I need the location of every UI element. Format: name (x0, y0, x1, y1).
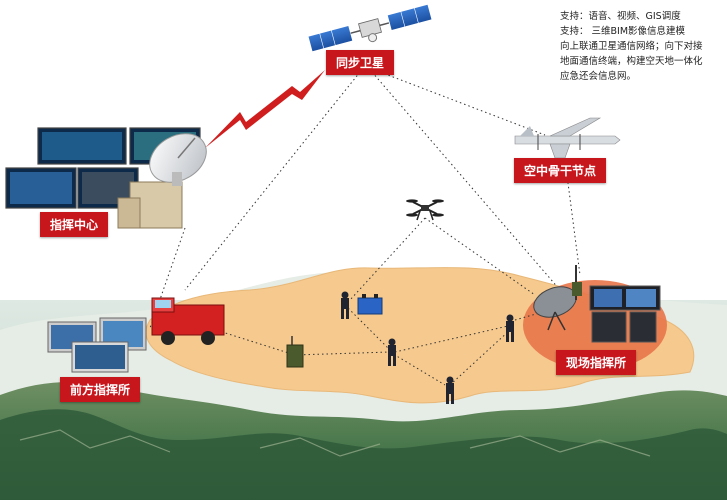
fire-truck-icon (151, 297, 225, 345)
soldier-icon (506, 314, 514, 342)
capability-notes: 支持：语音、视频、GIS调度 支持： 三维BIM影像信息建模 向上联通卫星通信网… (560, 9, 720, 84)
label-field-post: 现场指挥所 (556, 350, 637, 375)
soldier-icon (446, 376, 454, 404)
label-air-node: 空中骨干节点 (514, 158, 607, 183)
satellite-icon (307, 3, 433, 53)
radio-relay-icon (286, 336, 304, 368)
command-center-screens (5, 127, 201, 209)
link-satellite-firetruck (184, 71, 361, 291)
soldier-icon (388, 338, 396, 366)
battery-icon (357, 294, 383, 315)
label-front-post: 前方指挥所 (60, 377, 141, 402)
satellite-dish-icon (149, 133, 207, 186)
link-soldier-top (344, 304, 391, 351)
uav-plane-icon (514, 117, 621, 159)
satellite-link-bolt (205, 70, 325, 148)
front-post-terminals (47, 317, 147, 373)
link-truck-radio (199, 324, 296, 356)
soldier-icon (341, 291, 349, 319)
note-line: 支持：语音、视频、GIS调度 (560, 11, 681, 22)
link-soldier-bottom-right (449, 329, 511, 386)
link-soldier-field (514, 309, 551, 321)
mountain-ridges (19, 429, 651, 457)
link-soldier-soldier (389, 351, 446, 386)
soldiers (341, 291, 514, 404)
label-satellite: 同步卫星 (326, 50, 395, 75)
note-line: 应急还会信息网。 (560, 71, 637, 82)
link-drone-soldier (349, 217, 426, 301)
link-satellite-field (371, 71, 561, 291)
link-satellite-uav (379, 71, 546, 136)
office-building-icon (117, 181, 183, 229)
note-line: 支持： 三维BIM影像信息建模 (560, 26, 686, 37)
note-line: 向上联通卫星通信网络；向下对接 (560, 41, 703, 52)
field-post-equipment (533, 265, 661, 343)
drone-icon (406, 199, 444, 221)
mountain-foreground (0, 409, 727, 500)
label-command-center: 指挥中心 (40, 212, 109, 237)
link-soldier-soldier-right (394, 325, 509, 353)
note-line: 地面通信终端，构建空天地一体化 (560, 56, 703, 67)
